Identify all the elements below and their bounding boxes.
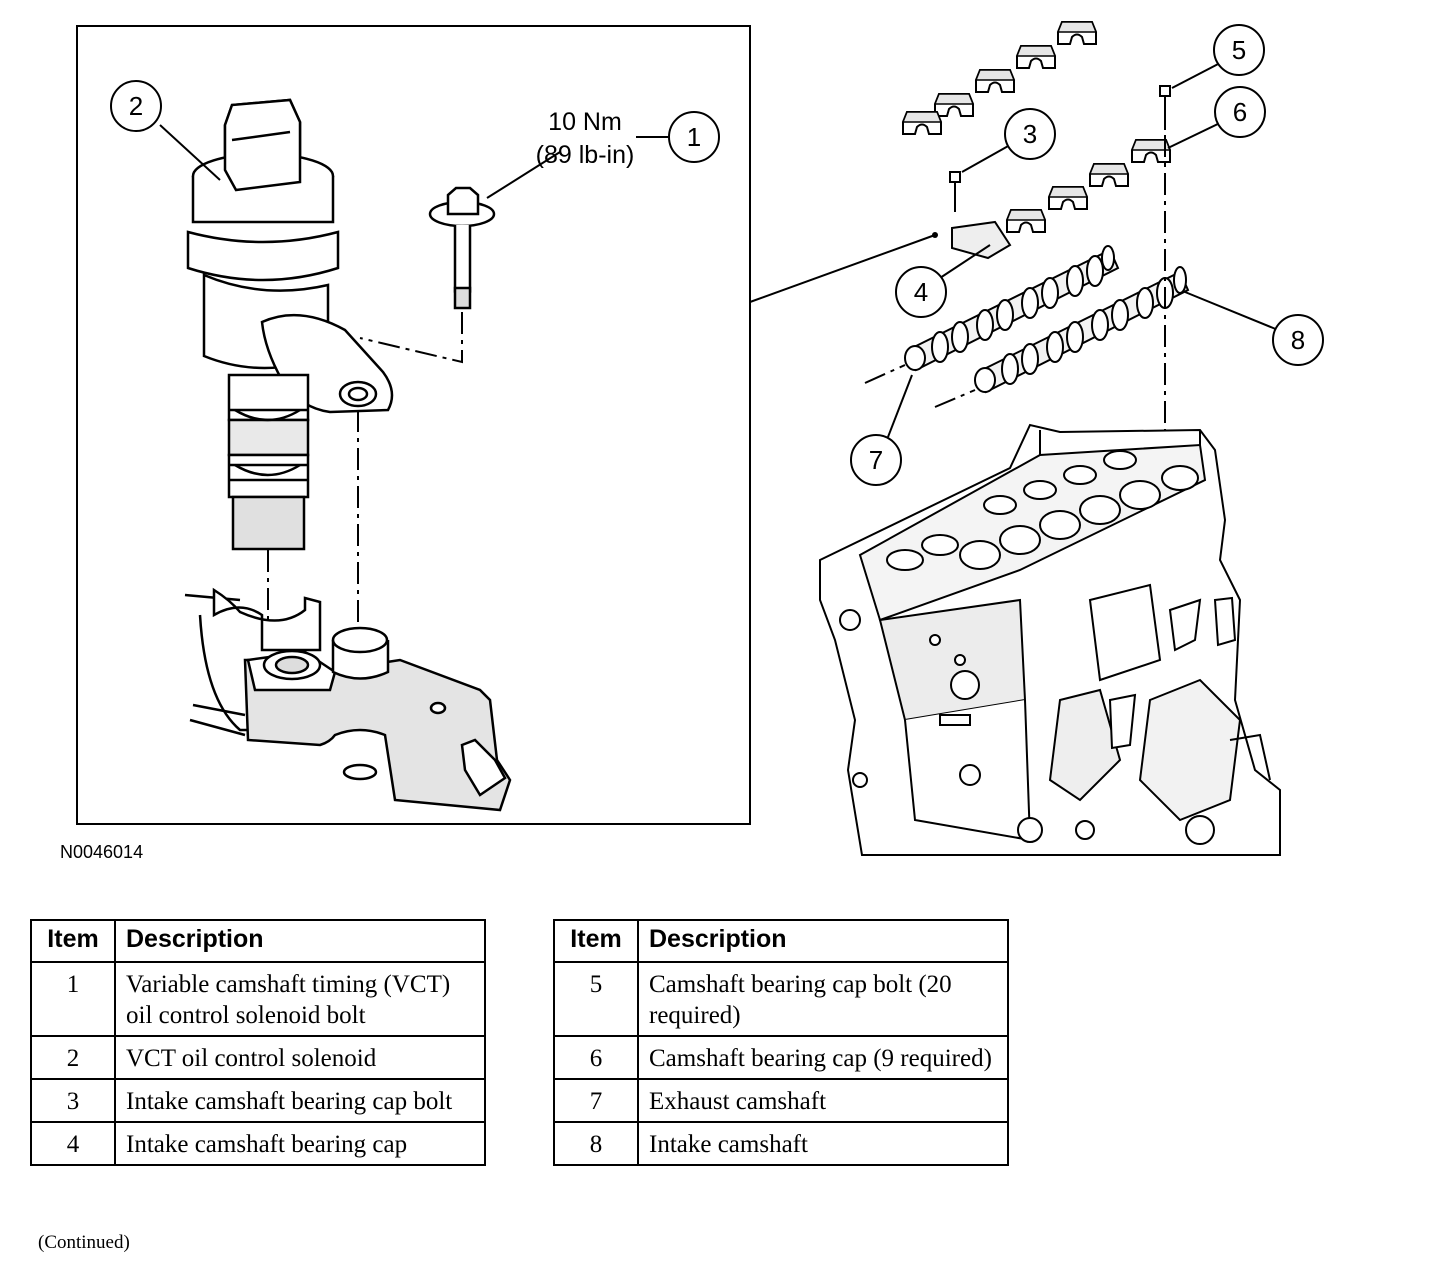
item-description: Intake camshaft [637,1121,1009,1166]
bearing-cap-bolts-drawing [949,85,1171,212]
item-description: Intake camshaft bearing cap [114,1121,486,1166]
item-header: Item [30,919,116,963]
description-header: Description [114,919,486,963]
item-description: VCT oil control solenoid [114,1035,486,1080]
svg-text:7: 7 [869,445,883,475]
item-number: 4 [30,1121,116,1166]
callout-6: 6 [1214,86,1266,138]
item-description: Exhaust camshaft [637,1078,1009,1123]
legend-row: 3 Intake camshaft bearing cap bolt [30,1078,486,1123]
legend-row: 1 Variable camshaft timing (VCT) oil con… [30,961,486,1037]
svg-text:5: 5 [1232,35,1246,65]
legend-row: 2 VCT oil control solenoid [30,1035,486,1080]
vct-solenoid-drawing [186,98,394,551]
legend-row: 5 Camshaft bearing cap bolt (20 required… [553,961,1009,1037]
callout-1: 1 [668,111,720,163]
callout-2: 2 [110,80,162,132]
legend-row: 8 Intake camshaft [553,1121,1009,1166]
item-number: 6 [553,1035,639,1080]
exploded-view-diagram: 1 2 3 4 5 6 7 8 10 Nm (89 lb-in) [76,21,1324,856]
item-number: 8 [553,1121,639,1166]
item-number: 2 [30,1035,116,1080]
legend-row: 7 Exhaust camshaft [553,1078,1009,1123]
svg-text:1: 1 [687,122,701,152]
figure-id: N0046014 [60,842,144,862]
callout-3: 3 [1004,108,1056,160]
engine-cylinder-head-drawing [819,423,1281,856]
svg-text:3: 3 [1023,119,1037,149]
item-number: 5 [553,961,639,1037]
bearing-caps-drawing [902,21,1171,260]
legend-table-right: Item Description 5 Camshaft bearing cap … [553,919,1009,1166]
callout-8: 8 [1272,314,1324,366]
svg-text:8: 8 [1291,325,1305,355]
legend-row: 6 Camshaft bearing cap (9 required) [553,1035,1009,1080]
legend-header-row: Item Description [553,919,1009,963]
vct-solenoid-bolt-drawing [428,186,496,310]
continued-note: (Continued) [38,1232,130,1253]
item-header: Item [553,919,639,963]
legend-header-row: Item Description [30,919,486,963]
description-header: Description [637,919,1009,963]
svg-text:6: 6 [1233,97,1247,127]
callout-5: 5 [1213,24,1265,76]
callout-7: 7 [850,434,902,486]
legend-table-left: Item Description 1 Variable camshaft tim… [30,919,486,1166]
item-description: Intake camshaft bearing cap bolt [114,1078,486,1123]
item-number: 3 [30,1078,116,1123]
detail-inset-frame [76,25,751,825]
svg-text:4: 4 [914,277,928,307]
item-description: Camshaft bearing cap (9 required) [637,1035,1009,1080]
item-number: 1 [30,961,116,1037]
torque-spec-lbin: (89 lb-in) [536,141,635,169]
callout-4: 4 [895,266,947,318]
cylinder-head-section-drawing [184,587,512,812]
item-description: Camshaft bearing cap bolt (20 required) [637,961,1009,1037]
item-number: 7 [553,1078,639,1123]
exhaust-camshaft-drawing [904,245,1120,372]
item-description: Variable camshaft timing (VCT) oil contr… [114,961,486,1037]
torque-spec-nm: 10 Nm [548,108,622,136]
intake-camshaft-drawing [974,266,1190,394]
svg-text:2: 2 [129,91,143,121]
legend-row: 4 Intake camshaft bearing cap [30,1121,486,1166]
